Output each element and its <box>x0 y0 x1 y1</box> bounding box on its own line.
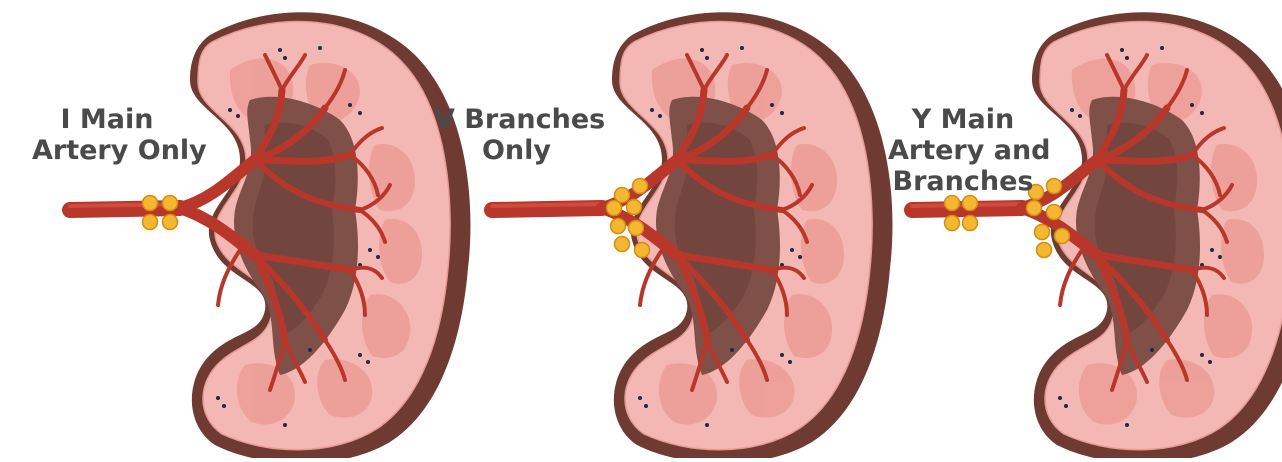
clip-7 <box>615 237 630 252</box>
panel-2-label-line-1: V Branches <box>434 104 599 135</box>
clip-6 <box>1047 179 1062 194</box>
clip-4 <box>627 200 642 215</box>
clip-2 <box>633 179 648 194</box>
clip-11 <box>1037 243 1052 258</box>
panel-3-label-line-1: Y Main <box>888 104 1038 135</box>
clip-7 <box>1027 201 1042 216</box>
panel-1-label-line-1: I Main <box>32 104 182 135</box>
clip-4 <box>963 216 978 231</box>
clip-5 <box>611 219 626 234</box>
kidney-panel-3 <box>912 12 1282 458</box>
kidney-panel-1 <box>70 12 470 458</box>
panel-3-label-line-2: Artery and <box>888 135 1038 166</box>
panel-1-label-line-2: Artery Only <box>32 135 182 166</box>
clip-3 <box>143 215 158 230</box>
clip-8 <box>635 243 650 258</box>
panel-3-label: Y Main Artery and Branches <box>888 104 1038 197</box>
panel-1-label: I Main Artery Only <box>32 104 182 166</box>
clip-2 <box>163 196 178 211</box>
kidney-panel-2 <box>492 12 892 458</box>
clip-3 <box>607 201 622 216</box>
clip-2 <box>963 196 978 211</box>
clip-8 <box>1047 205 1062 220</box>
panel-3-label-line-3: Branches <box>888 166 1038 197</box>
panel-2-label: V Branches Only <box>434 104 599 166</box>
clip-9 <box>1035 225 1050 240</box>
panel-2-label-line-2: Only <box>434 135 599 166</box>
clip-1 <box>143 196 158 211</box>
clip-10 <box>1055 229 1070 244</box>
clip-4 <box>163 215 178 230</box>
clip-1 <box>945 196 960 211</box>
clip-3 <box>945 216 960 231</box>
clip-6 <box>629 221 644 236</box>
